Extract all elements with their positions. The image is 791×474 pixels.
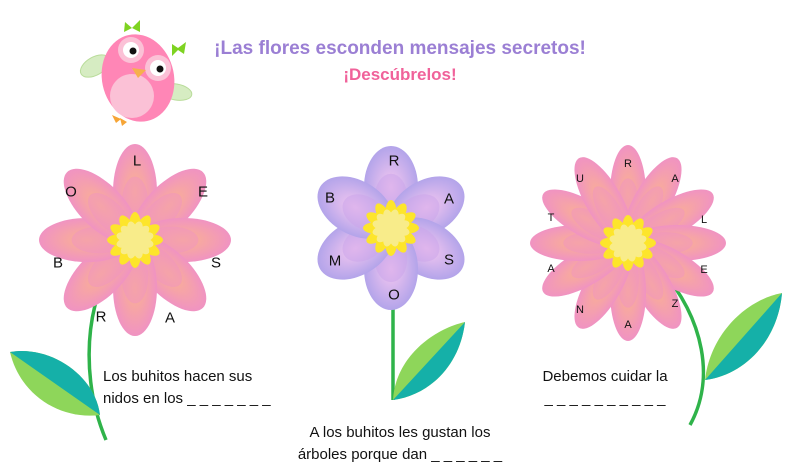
petal-letter: T	[547, 212, 555, 224]
petal-letter: A	[671, 173, 679, 185]
petal-letter: L	[132, 152, 142, 170]
petal-letter: U	[576, 173, 584, 185]
clue-1: Los buhitos hacen sus nidos en los _ _ _…	[103, 366, 271, 410]
petal-letter: M	[328, 252, 342, 270]
clue-3: Debemos cuidar la _ _ _ _ _ _ _ _ _ _	[520, 366, 690, 410]
clue-2: A los buhitos les gustan los árboles por…	[280, 422, 520, 466]
flower-2	[317, 146, 465, 310]
petal-letter: B	[52, 254, 64, 272]
owl-icon	[79, 20, 193, 126]
clue-1-line-2: nidos en los _ _ _ _ _ _ _	[103, 390, 271, 407]
petal-inner	[88, 193, 131, 236]
flower-center	[127, 232, 143, 248]
petal-letter: Z	[671, 298, 679, 310]
petal-letter: R	[624, 158, 632, 170]
petal-letter: O	[65, 183, 77, 201]
clue-2-line-1: A los buhitos les gustan los	[309, 424, 491, 441]
petal-letter: S	[443, 251, 455, 269]
petal-letter: N	[576, 304, 584, 316]
stem-2	[391, 300, 465, 400]
petal-letter: R	[388, 152, 400, 170]
flower-3	[530, 145, 726, 341]
flower-center	[383, 220, 399, 236]
petal-letter: B	[324, 189, 336, 207]
petal-letter: S	[210, 254, 222, 272]
clue-2-line-2: árboles porque dan _ _ _ _ _ _	[297, 446, 503, 463]
petal-letter: E	[700, 264, 708, 276]
petal-letter: E	[197, 183, 209, 201]
flower-center	[620, 235, 636, 251]
page-subtitle: ¡Descúbrelos!	[343, 65, 457, 84]
clue-3-line-1: Debemos cuidar la	[542, 368, 668, 385]
flower-1	[39, 144, 231, 336]
petal-letter: R	[95, 308, 107, 326]
clue-3-line-2: _ _ _ _ _ _ _ _ _ _	[544, 390, 666, 407]
petal-letter: A	[164, 309, 176, 327]
petal-letter: A	[547, 263, 555, 275]
petal-letter: L	[700, 214, 708, 226]
page-title: ¡Las flores esconden mensajes secretos!	[214, 38, 586, 59]
petal-letter: A	[443, 190, 455, 208]
clue-1-line-1: Los buhitos hacen sus	[103, 368, 253, 385]
petal-letter: A	[624, 319, 632, 331]
petal-letter: O	[388, 286, 400, 304]
